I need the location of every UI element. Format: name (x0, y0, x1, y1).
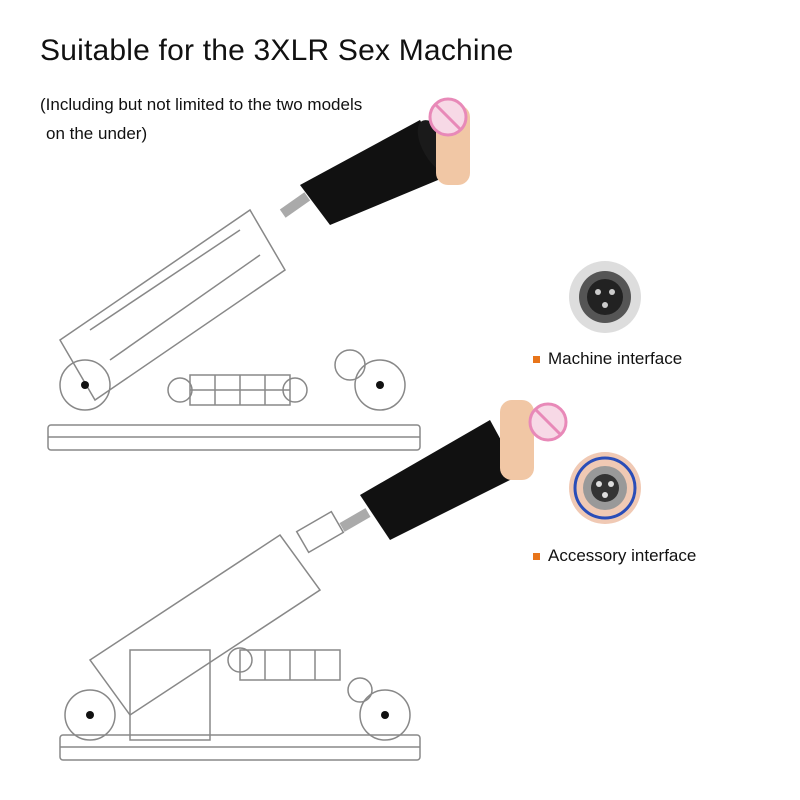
bullet-icon (533, 552, 540, 560)
accessory-interface-text: Accessory interface (548, 546, 697, 565)
bullet-icon (533, 355, 540, 363)
subtitle-line-2: on the under) (46, 124, 148, 143)
machine-1-attachment (279, 97, 470, 225)
accessory-interface-photo (569, 452, 641, 524)
subtitle-line-1: (Including but not limited to the two mo… (40, 95, 363, 114)
machine-2-wheels (86, 711, 389, 719)
machine-interface-text: Machine interface (548, 349, 683, 368)
page-title: Suitable for the 3XLR Sex Machine (40, 34, 514, 67)
machine-2-drawing (59, 510, 421, 761)
machine-interface-label: Machine interface (533, 349, 682, 369)
machine-interface-photo (569, 261, 641, 333)
machine-2-attachment (339, 400, 568, 540)
machine-1-drawing (47, 208, 421, 451)
subtitle: (Including but not limited to the two mo… (40, 90, 362, 148)
machine-1-wheels (81, 381, 384, 389)
accessory-interface-label: Accessory interface (533, 546, 696, 566)
